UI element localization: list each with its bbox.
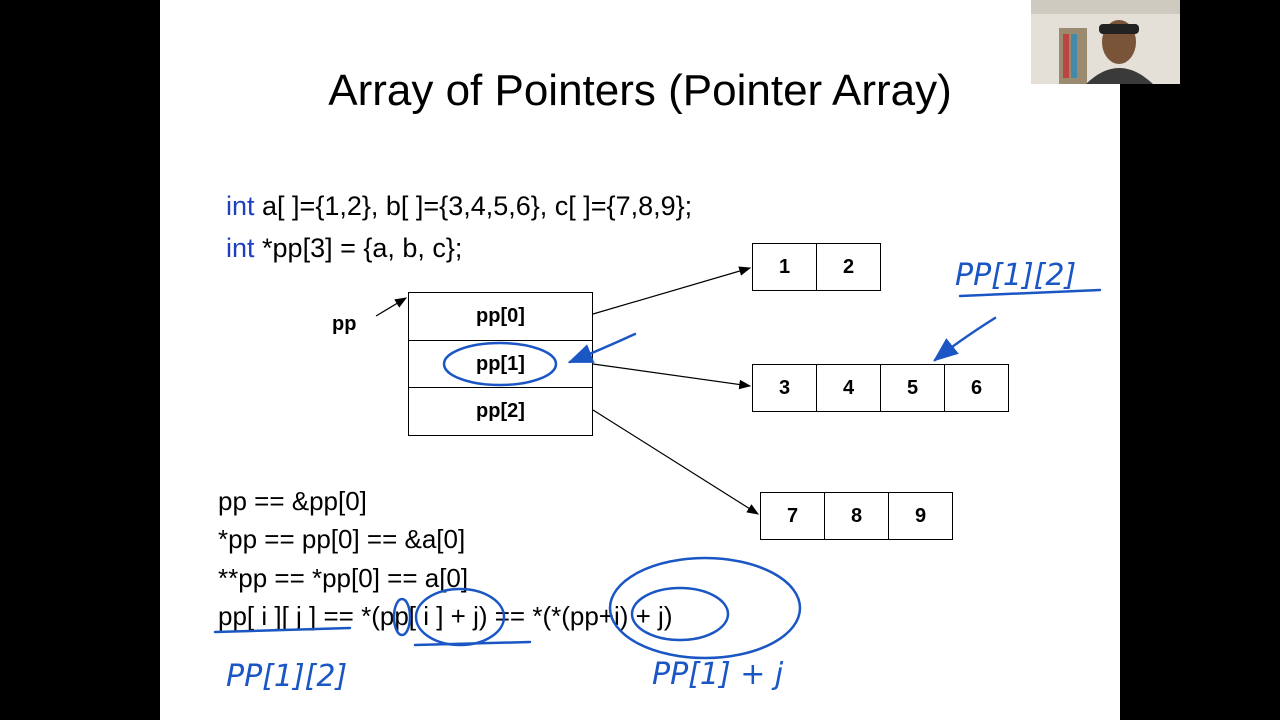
code-line-1-text: a[ ]={1,2}, b[ ]={3,4,5,6}, c[ ]={7,8,9}… — [254, 191, 693, 221]
arrow-pp1-to-b — [592, 363, 752, 390]
circle-star — [392, 597, 412, 637]
pointer-arrows — [375, 266, 760, 515]
arrow-pp0-to-a — [592, 266, 752, 315]
slide-title: Array of Pointers (Pointer Array) — [328, 66, 952, 115]
expression-line: pp == &pp[0] — [218, 486, 367, 516]
array-c-cell: 7 — [760, 492, 825, 540]
pp-label: pp — [332, 313, 357, 335]
circle-deref-pp-i — [608, 556, 802, 660]
array-a-cell: 1 — [752, 243, 817, 291]
underline-annotation — [958, 288, 1102, 298]
slide: Array of Pointers (Pointer Array) int a[… — [160, 0, 1120, 720]
array-c-cell: 8 — [824, 492, 889, 540]
code-line-1: int a[ ]={1,2}, b[ ]={3,4,5,6}, c[ ]={7,… — [226, 190, 692, 222]
circle-pp-plus-i — [630, 586, 730, 642]
arrow-pp2-to-c — [592, 409, 760, 515]
presenter-video-icon — [1031, 0, 1180, 84]
array-b-cell: 6 — [944, 364, 1009, 412]
array-b-cell: 5 — [880, 364, 945, 412]
array-a-cell: 2 — [816, 243, 881, 291]
annotation-bottom-left: PP[1][2] — [226, 659, 347, 694]
array-c-cell: 9 — [888, 492, 953, 540]
arrow-pp-to-array — [375, 297, 408, 317]
webcam-feed — [1031, 0, 1180, 84]
annotation-top-right: PP[1][2] — [955, 258, 1076, 293]
expression-line: *pp == pp[0] == &a[0] — [218, 524, 466, 554]
handwritten-annotations — [213, 288, 1102, 660]
circle-pp1 — [442, 341, 558, 387]
pp-cell-2: pp[2] — [408, 387, 593, 436]
underline-pp-i — [413, 640, 532, 647]
expression-line: **pp == *pp[0] == a[0] — [218, 563, 469, 593]
arrow-to-pp1 — [567, 332, 637, 364]
underline-expression — [213, 626, 352, 634]
annotation-bottom-right: PP[1] + j — [652, 657, 784, 692]
code-line-2-text: *pp[3] = {a, b, c}; — [254, 233, 463, 263]
arrow-to-element-5 — [933, 316, 997, 362]
code-line-2: int *pp[3] = {a, b, c}; — [226, 232, 462, 264]
circle-pp-i — [414, 587, 506, 647]
expression-line: pp[ i ][ j ] == *(pp[ i ] + j) == *(*(pp… — [218, 601, 673, 631]
keyword-int: int — [226, 233, 255, 263]
keyword-int: int — [226, 191, 255, 221]
array-b-cell: 3 — [752, 364, 817, 412]
diagram-overlay: PP[1][2] PP[1][2] PP[1] + j — [213, 258, 1102, 694]
handwritten-text: PP[1][2] PP[1][2] PP[1] + j — [226, 258, 1076, 694]
